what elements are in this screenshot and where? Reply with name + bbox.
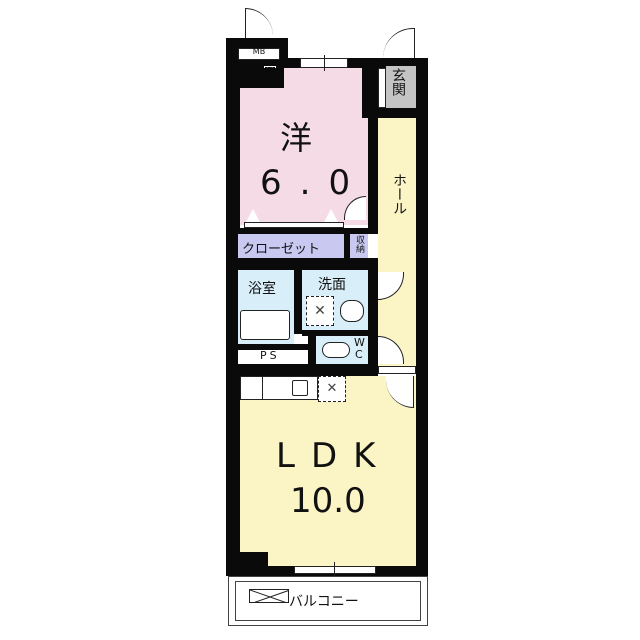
wall-ldk-top: [240, 364, 378, 376]
wall-wash-bottom: [302, 330, 368, 336]
hall-label: ホール: [391, 173, 407, 215]
toilet-label-w: W: [354, 336, 365, 349]
ldk: LDK 10.0: [240, 376, 416, 566]
hall-ldk-threshold: [378, 366, 416, 374]
kitchen-counter-divider: [262, 376, 263, 400]
wall-western-hall-lower: [368, 118, 378, 230]
meter-box-label: MB: [252, 47, 266, 56]
pipe-space-label: PS: [260, 349, 280, 362]
closet-door-strip: [244, 222, 344, 228]
sink-icon: [340, 300, 364, 322]
wall-ps-top: [238, 344, 308, 350]
washing-machine-icon: ✕: [306, 296, 334, 326]
wall-western-hall: [362, 68, 378, 118]
storage-label: 収納: [354, 235, 364, 253]
toilet: W C: [316, 336, 368, 364]
meter-box: MB: [238, 47, 280, 60]
balcony-label: バルコニー: [289, 594, 359, 610]
fridge-space-icon: ✕: [318, 376, 346, 402]
entrance: 玄関: [386, 66, 416, 110]
window-balcony[interactable]: [294, 566, 376, 574]
closet-label: クローゼット: [242, 242, 321, 257]
toilet-icon: [322, 342, 350, 358]
ldk-size: 10.0: [290, 481, 366, 521]
closet: クローゼット: [238, 234, 344, 258]
closet-door-triangle-right: [324, 209, 338, 222]
outer-wall-left: [226, 58, 240, 574]
wall-entrance-bottom: [378, 108, 416, 118]
wall-closet-storage: [344, 234, 350, 258]
window-balcony-divider: [334, 562, 335, 578]
outer-wall-top: [288, 58, 428, 68]
ldk-label: LDK: [276, 436, 392, 476]
wall-wash-hall: [368, 258, 378, 368]
balcony: バルコニー: [228, 576, 428, 626]
balcony-inner-rail: [235, 581, 421, 621]
wall-bath-wash: [294, 270, 302, 334]
ldk-corner-column: [240, 552, 268, 568]
entrance-step: [378, 68, 386, 108]
closet-door-triangle-left: [246, 209, 260, 222]
stove-icon: [292, 380, 308, 396]
bathroom: 浴室: [238, 270, 294, 344]
hall: ホール: [378, 118, 416, 366]
storage: 収納: [350, 234, 368, 258]
pipe-space: PS: [238, 349, 308, 364]
western-room-notch: [240, 68, 284, 88]
entrance-label: 玄関: [390, 68, 406, 96]
western-room-kanji: 洋: [280, 119, 313, 157]
outdoor-unit-icon: [249, 589, 289, 603]
toilet-label-c: C: [355, 348, 363, 361]
bathtub-icon: [240, 310, 290, 340]
window-top-divider: [324, 55, 325, 71]
meter-door[interactable]: [245, 8, 273, 38]
bathroom-label: 浴室: [248, 281, 276, 297]
wall-ps-wc: [308, 336, 316, 366]
entrance-door[interactable]: [383, 28, 415, 58]
outer-wall-right: [416, 58, 428, 574]
western-room-size: 6.0: [260, 163, 369, 203]
wall-closet-top: [240, 228, 378, 234]
wall-closet-bottom: [240, 258, 378, 270]
washroom-label: 洗面: [318, 277, 346, 293]
washroom: 洗面 ✕: [302, 270, 368, 330]
